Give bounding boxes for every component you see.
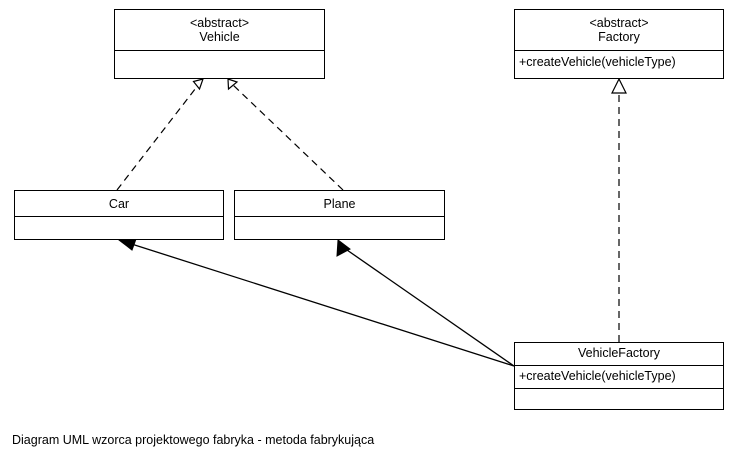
class-name: Plane bbox=[323, 197, 356, 211]
class-header-vehicle: <abstract> Vehicle bbox=[115, 10, 324, 51]
class-name: Factory bbox=[598, 30, 640, 44]
class-header-vehiclefactory: VehicleFactory bbox=[515, 343, 723, 366]
class-members-plane bbox=[235, 217, 444, 239]
edge-car-realizes-vehicle bbox=[116, 78, 204, 191]
filled-arrowhead bbox=[336, 239, 351, 257]
class-header-factory: <abstract> Factory bbox=[515, 10, 723, 51]
class-members-vehiclefactory: +createVehicle(vehicleType) bbox=[515, 366, 723, 389]
diagram-caption: Diagram UML wzorca projektowego fabryka … bbox=[12, 433, 375, 447]
edge-vehiclefactory-creates-car bbox=[117, 238, 515, 367]
hollow-triangle-arrowhead bbox=[611, 77, 627, 94]
class-stereotype: <abstract> bbox=[189, 16, 250, 30]
class-stereotype: <abstract> bbox=[589, 16, 649, 30]
edge-vehiclefactory-realizes-factory bbox=[611, 77, 627, 342]
class-box-vehiclefactory[interactable]: VehicleFactory +createVehicle(vehicleTyp… bbox=[514, 342, 724, 410]
class-name: VehicleFactory bbox=[578, 346, 660, 360]
edge-vehiclefactory-creates-plane bbox=[336, 239, 515, 367]
class-name: Car bbox=[108, 197, 130, 211]
class-method: +createVehicle(vehicleType) bbox=[519, 369, 676, 383]
class-members-factory: +createVehicle(vehicleType) bbox=[515, 51, 723, 78]
hollow-triangle-arrowhead bbox=[192, 78, 204, 91]
hollow-triangle-arrowhead bbox=[227, 78, 239, 91]
class-members-car bbox=[15, 217, 223, 239]
class-box-car[interactable]: Car bbox=[14, 190, 224, 240]
class-box-plane[interactable]: Plane bbox=[234, 190, 445, 240]
class-header-car: Car bbox=[15, 191, 223, 217]
class-extra-compartment-vehiclefactory bbox=[515, 389, 723, 409]
class-header-plane: Plane bbox=[235, 191, 444, 217]
class-members-vehicle bbox=[115, 51, 324, 78]
class-method: +createVehicle(vehicleType) bbox=[519, 55, 676, 69]
class-box-vehicle[interactable]: <abstract> Vehicle bbox=[114, 9, 325, 79]
class-box-factory[interactable]: <abstract> Factory +createVehicle(vehicl… bbox=[514, 9, 724, 79]
class-name: Vehicle bbox=[199, 30, 240, 44]
filled-arrowhead bbox=[117, 238, 137, 251]
edge-plane-realizes-vehicle bbox=[227, 78, 344, 191]
